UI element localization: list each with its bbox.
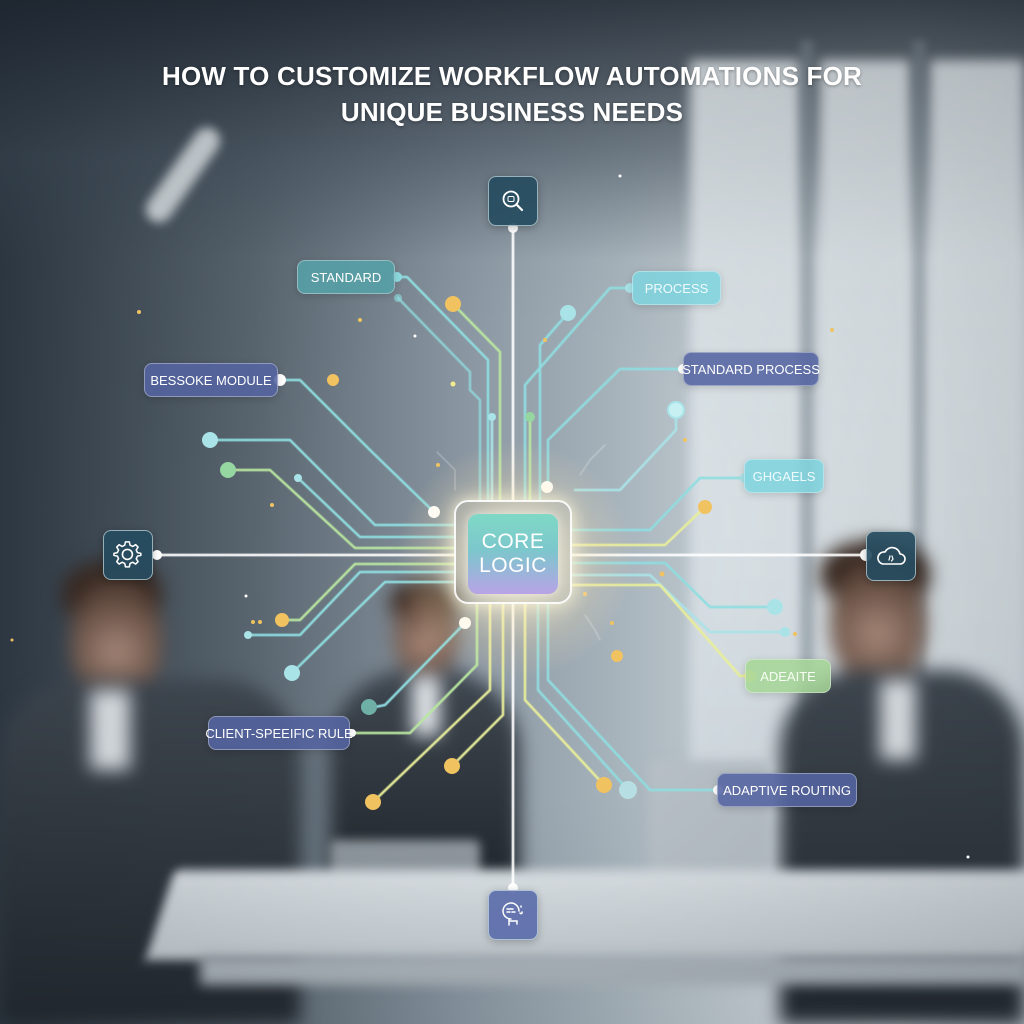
settings-node[interactable] — [103, 530, 153, 580]
cloud-node[interactable] — [866, 531, 916, 581]
page-title: HOW TO CUSTOMIZE WORKFLOW AUTOMATIONS FO… — [0, 58, 1024, 130]
label-standard-process[interactable]: STANDARD PROCESS — [682, 352, 820, 386]
chat-support-icon — [502, 902, 523, 926]
search-node[interactable] — [488, 176, 538, 226]
label-text: ADEAITE — [760, 668, 816, 684]
title-line-1: HOW TO CUSTOMIZE WORKFLOW AUTOMATIONS FO… — [161, 61, 863, 91]
core-label-line-2: LOGIC — [479, 554, 547, 577]
core-logic-node[interactable]: CORE LOGIC — [468, 514, 558, 594]
label-text: CLIENT-SPEEIFIC RULE — [205, 725, 353, 741]
label-text: STANDARD PROCESS — [682, 361, 820, 377]
label-text: BESSOKE MODULE — [150, 372, 272, 388]
cloud-icon — [877, 546, 906, 565]
table-edge — [200, 955, 1024, 985]
window-pane — [690, 60, 800, 820]
label-adeaite[interactable]: ADEAITE — [745, 659, 831, 693]
support-node[interactable] — [488, 890, 538, 940]
search-icon — [502, 190, 524, 212]
window-frame — [800, 40, 814, 840]
title-line-2: UNIQUE BUSINESS NEEDS — [340, 97, 684, 127]
label-text: PROCESS — [644, 280, 709, 296]
label-standard[interactable]: STANDARD — [297, 260, 395, 294]
gear-icon — [113, 541, 142, 568]
label-process[interactable]: PROCESS — [632, 271, 721, 305]
label-client-specific-rule[interactable]: CLIENT-SPEEIFIC RULE — [205, 716, 353, 750]
label-text: ADAPTIVE ROUTING — [723, 782, 851, 798]
label-adaptive-routing[interactable]: ADAPTIVE ROUTING — [717, 773, 857, 807]
core-frame — [454, 500, 572, 604]
label-text: STANDARD — [310, 269, 382, 285]
label-bessoke-module[interactable]: BESSOKE MODULE — [144, 363, 278, 397]
core-label-line-1: CORE — [481, 530, 545, 553]
label-ghgaels[interactable]: GHGAELS — [744, 459, 824, 493]
label-text: GHGAELS — [752, 468, 816, 484]
